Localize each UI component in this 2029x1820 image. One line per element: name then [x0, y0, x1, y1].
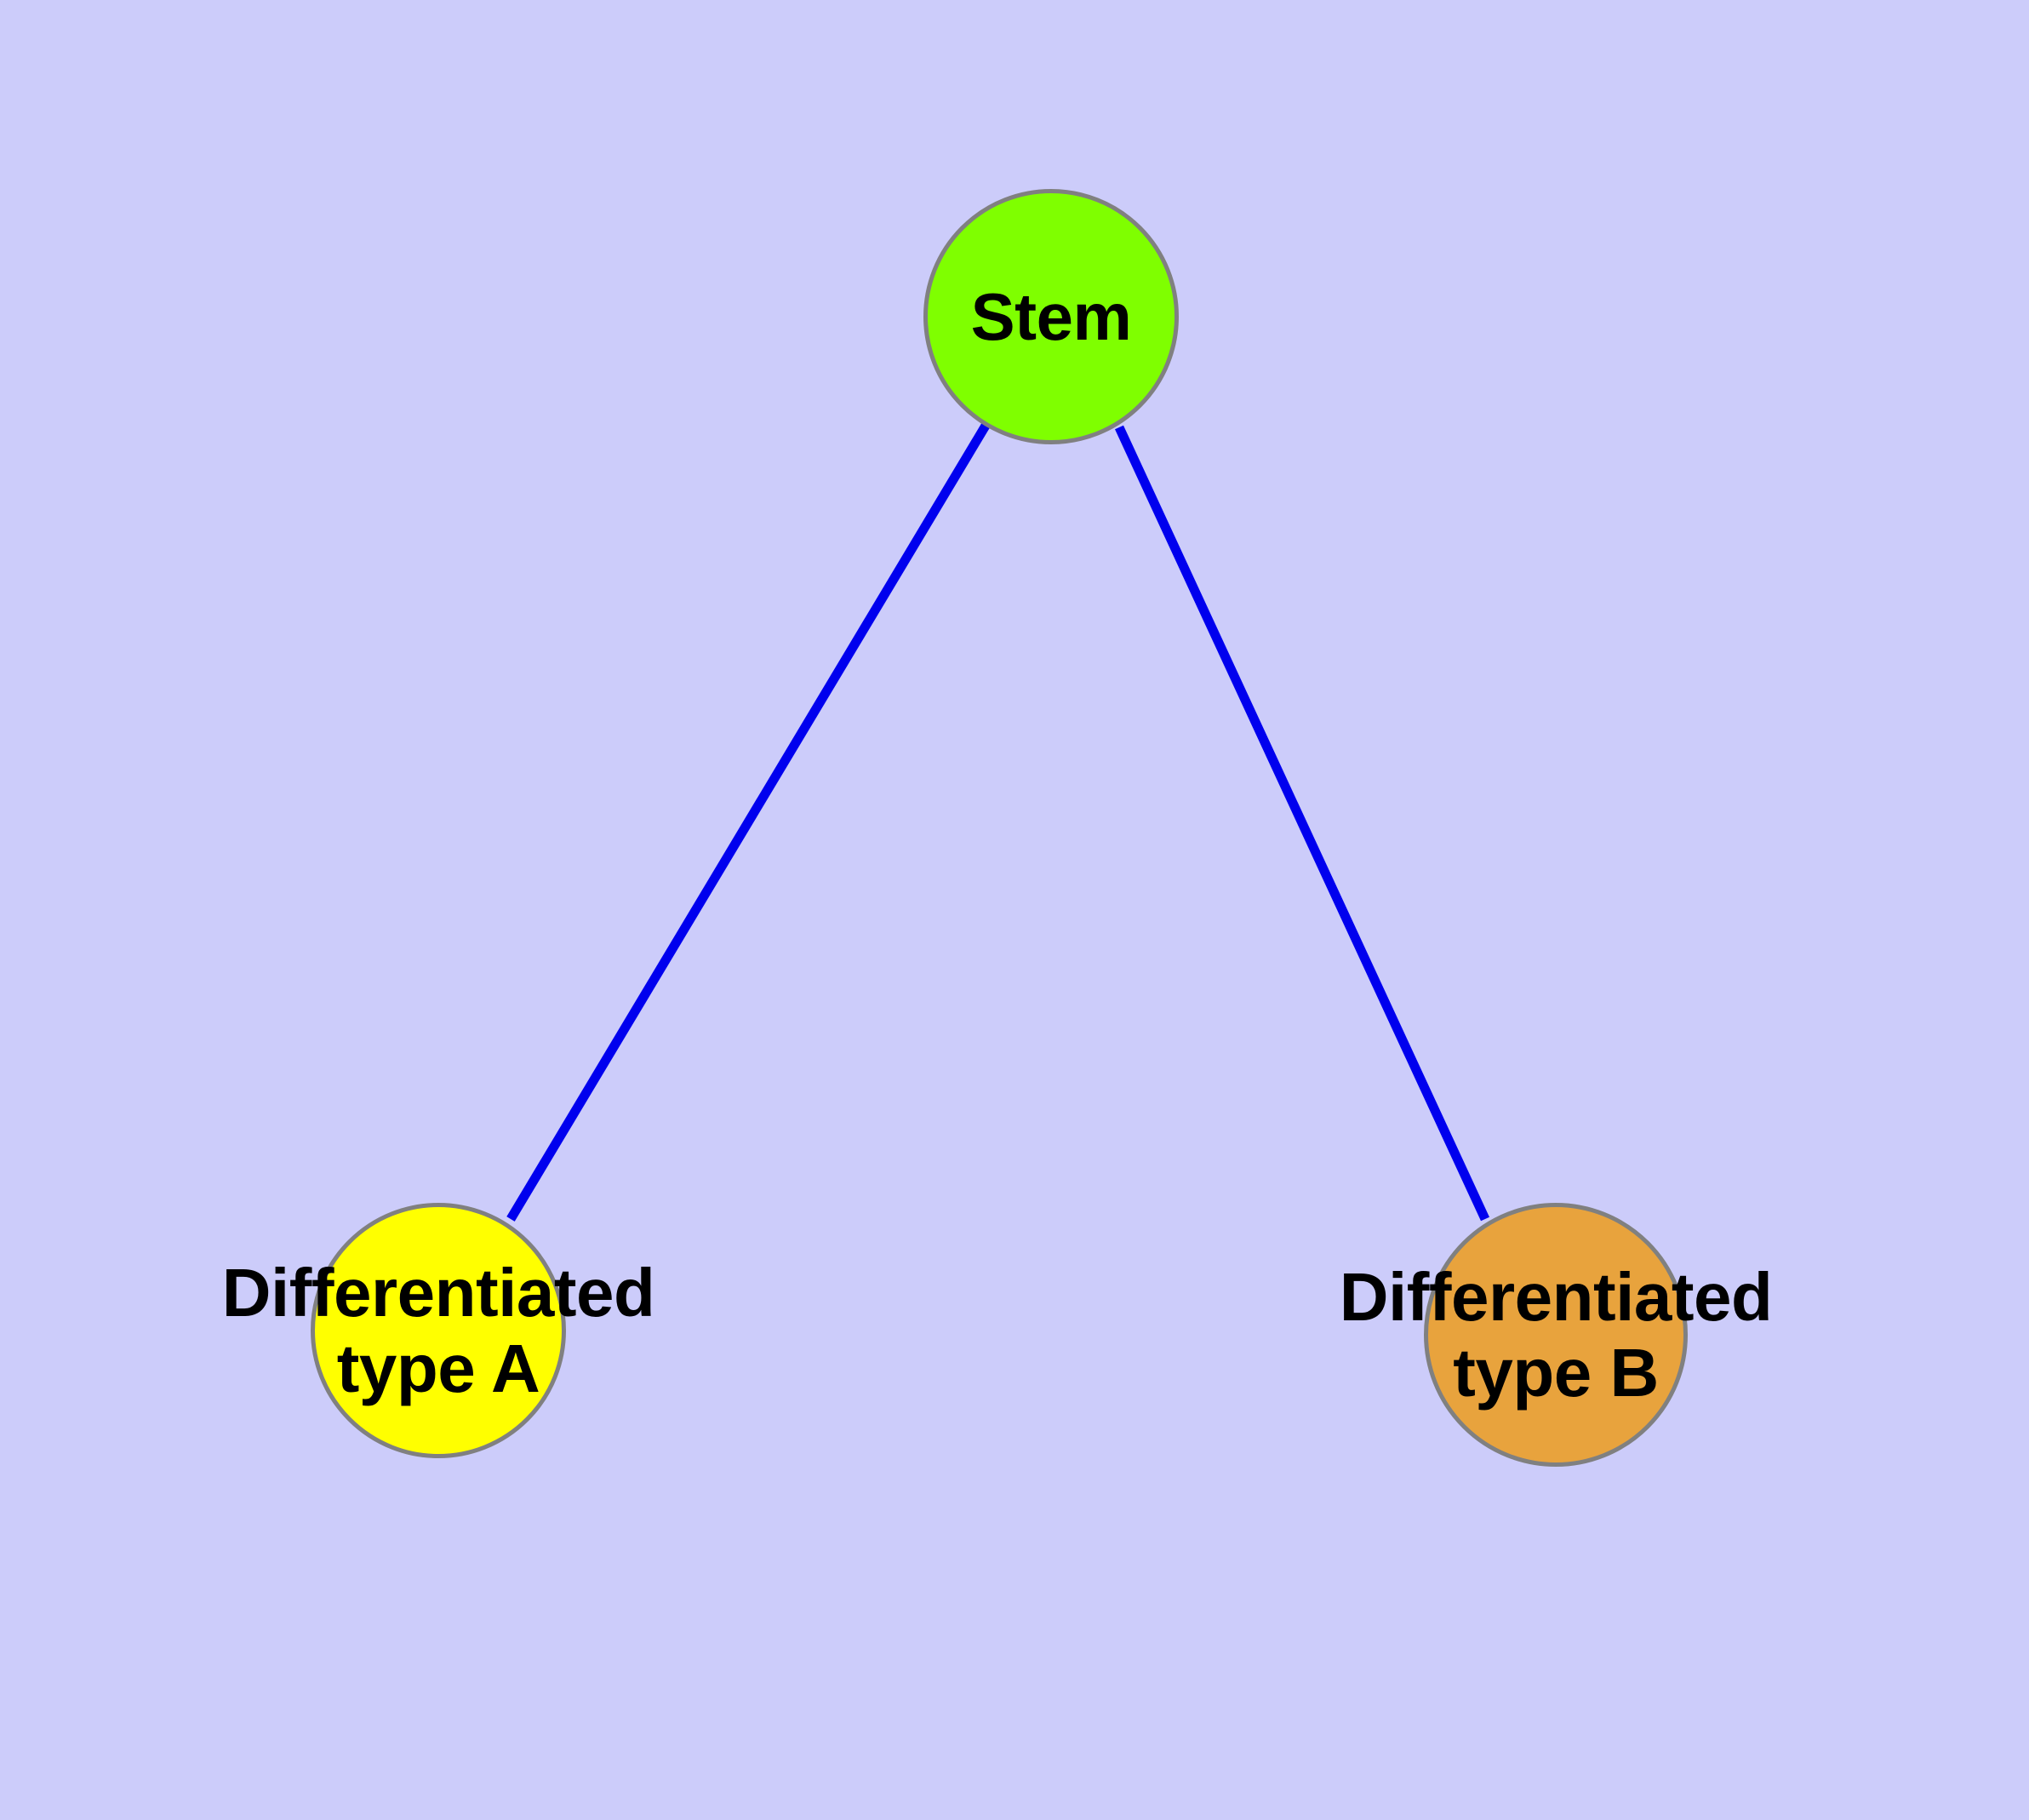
- node-differentiated-type-b[interactable]: [1424, 1203, 1688, 1467]
- edge-stem-to-differentiated-type-a: [506, 423, 990, 1222]
- node-differentiated-type-a[interactable]: [311, 1203, 566, 1458]
- edge-stem-to-differentiated-type-b: [1115, 425, 1489, 1222]
- node-stem[interactable]: [923, 189, 1179, 444]
